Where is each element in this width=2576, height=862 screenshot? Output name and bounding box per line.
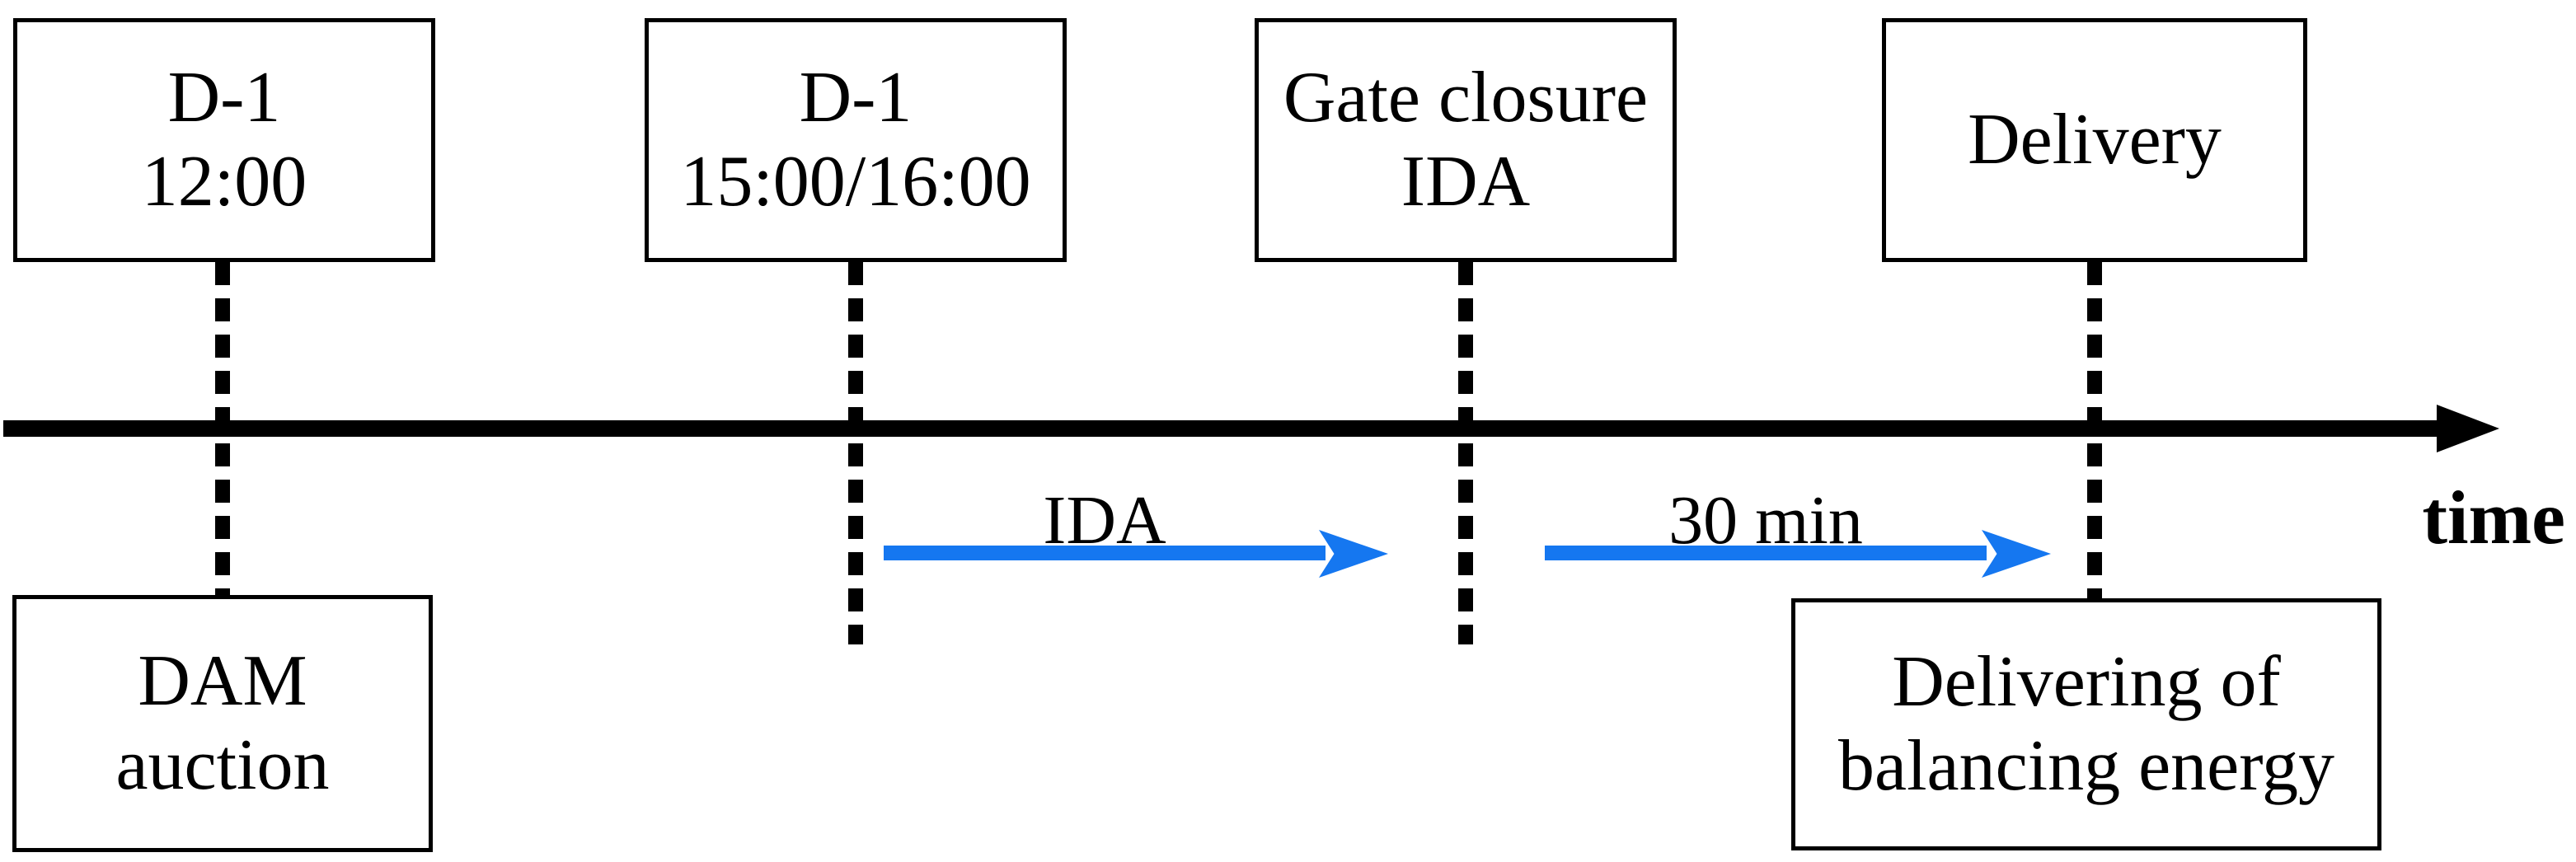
time-axis-arrowhead-icon: [2437, 405, 2499, 452]
thirty-min-arrow: [1545, 546, 1987, 560]
event-box-line: DAM: [138, 640, 307, 721]
ida-arrow-label: IDA: [1043, 482, 1166, 559]
event-box-line: IDA: [1401, 142, 1531, 222]
thirty-min-arrow-label: 30 min: [1668, 482, 1863, 559]
time-axis-line: [3, 420, 2437, 437]
ida-arrow: [884, 546, 1326, 560]
event-box-delivery: Delivery: [1882, 18, 2307, 262]
event-box-line: D-1: [799, 57, 913, 138]
event-box-d1-1500-1600: D-1 15:00/16:00: [645, 18, 1067, 262]
dashed-connector-gate-closure: [1458, 262, 1473, 644]
event-box-delivering-balancing-energy: Delivering of balancing energy: [1791, 598, 2381, 850]
ida-arrowhead-icon: [1319, 530, 1388, 578]
event-box-line: balancing energy: [1838, 726, 2334, 806]
event-box-line: 12:00: [141, 142, 307, 222]
time-axis-label: time: [2422, 476, 2565, 560]
thirty-min-arrowhead-icon: [1982, 530, 2051, 578]
event-box-gate-closure-ida: Gate closure IDA: [1255, 18, 1677, 262]
event-box-line: Delivery: [1968, 99, 2222, 180]
event-box-line: Delivering of: [1892, 641, 2281, 722]
dashed-connector-ida-open: [848, 262, 863, 644]
event-box-line: Gate closure: [1283, 57, 1649, 138]
event-box-line: auction: [115, 725, 330, 805]
event-box-d1-1200: D-1 12:00: [13, 18, 435, 262]
event-box-line: D-1: [167, 57, 281, 138]
event-box-dam-auction: DAM auction: [12, 595, 433, 852]
event-box-line: 15:00/16:00: [680, 142, 1031, 222]
